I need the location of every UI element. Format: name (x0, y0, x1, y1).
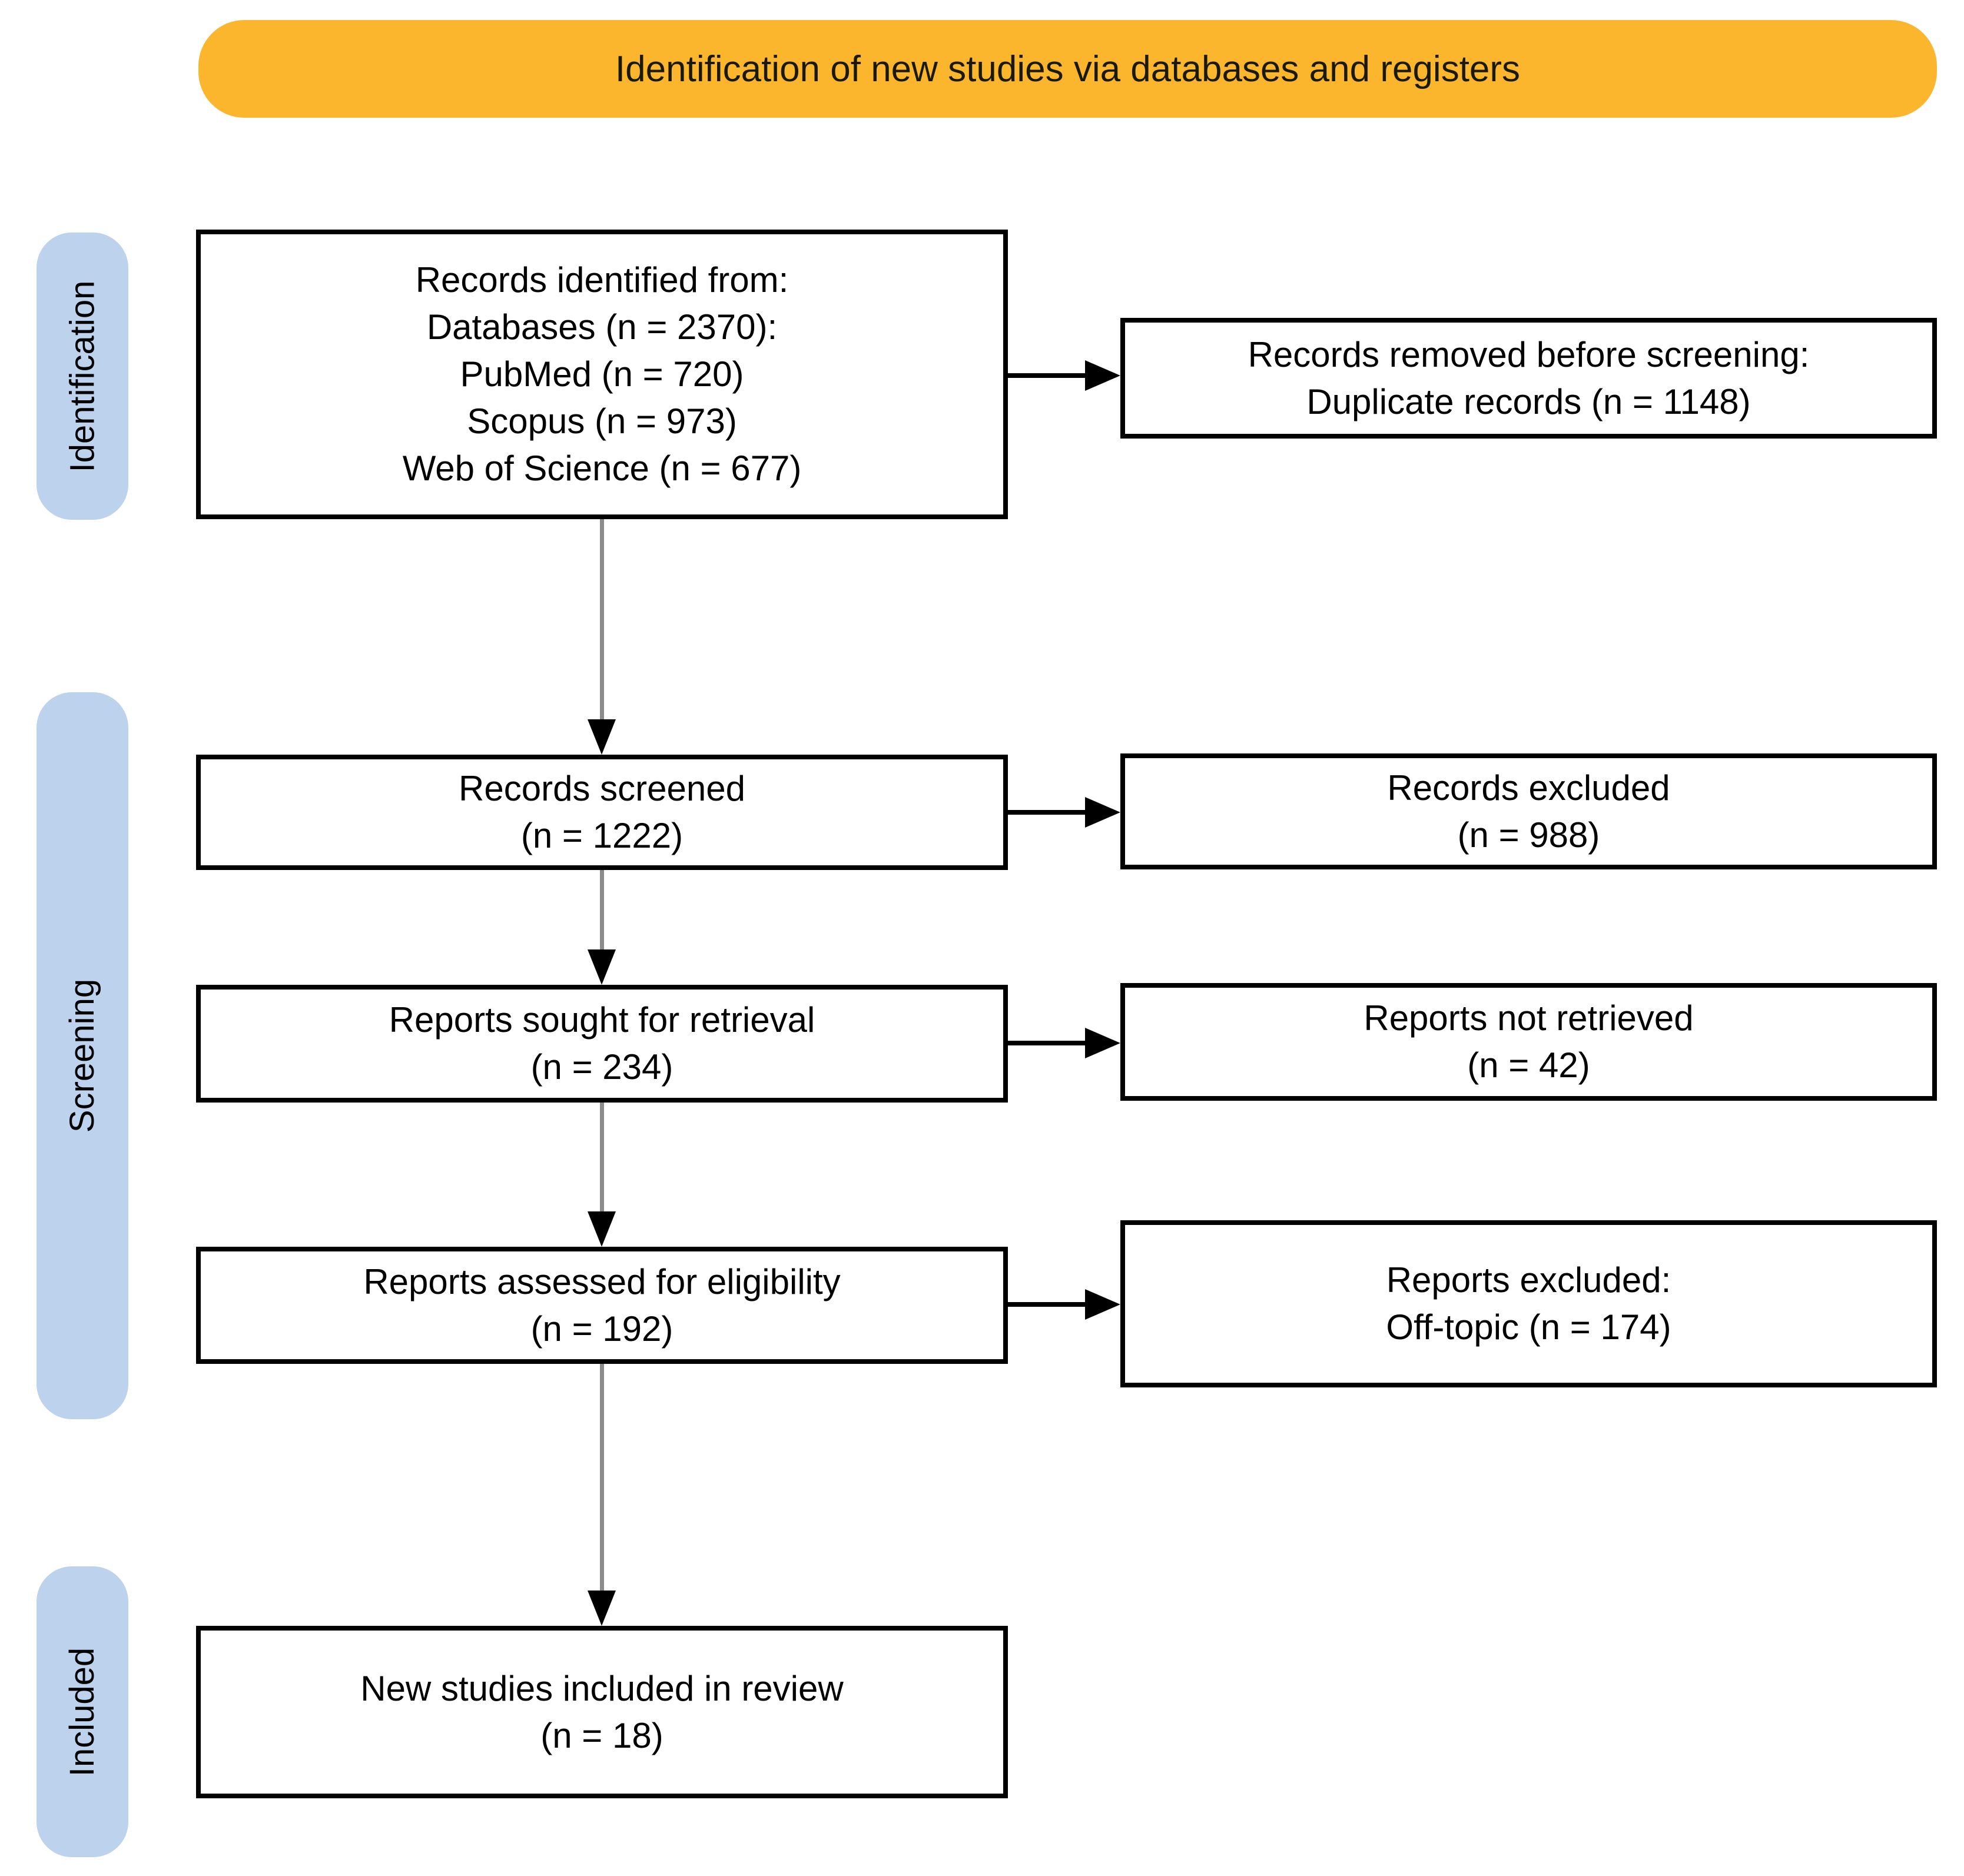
box-line: (n = 1222) (520, 816, 684, 855)
box-line: (n = 18) (540, 1715, 663, 1755)
arrow-shaft (600, 519, 604, 719)
arrow-right-icon (1085, 1289, 1120, 1320)
box-line: Databases (n = 2370): (426, 307, 778, 347)
banner-title-text: Identification of new studies via databa… (615, 48, 1521, 89)
banner-title: Identification of new studies via databa… (198, 20, 1937, 118)
box-line: Records identified from: (415, 260, 789, 300)
arrow-down-icon (588, 949, 616, 985)
stage-label-identification: Identification (63, 280, 102, 472)
box-reports-excluded: Reports excluded: Off-topic (n = 174) (1120, 1220, 1937, 1387)
stage-bar-identification: Identification (37, 233, 128, 520)
arrow-down-icon (588, 719, 616, 755)
box-line: Records screened (459, 769, 745, 808)
stage-bar-included: Included (37, 1566, 128, 1857)
arrow-down-icon (588, 1591, 616, 1626)
arrow-shaft (600, 1103, 604, 1211)
box-line: (n = 988) (1457, 815, 1600, 855)
box-records-screened: Records screened (n = 1222) (196, 755, 1008, 870)
box-line: Records removed before screening: (1248, 334, 1810, 374)
stage-label-included: Included (63, 1647, 102, 1777)
arrow-right-icon (1085, 1028, 1120, 1058)
box-line: PubMed (n = 720) (460, 354, 744, 394)
box-records-removed: Records removed before screening: Duplic… (1120, 318, 1937, 439)
arrow-shaft (1008, 1302, 1085, 1307)
box-reports-assessed: Reports assessed for eligibility (n = 19… (196, 1247, 1008, 1364)
arrow-shaft (600, 1364, 604, 1591)
arrow-shaft (1008, 1041, 1085, 1045)
box-reports-not-retrieved: Reports not retrieved (n = 42) (1120, 983, 1937, 1101)
box-line: (n = 234) (530, 1047, 674, 1087)
box-line: Off-topic (n = 174) (1386, 1307, 1671, 1347)
box-line: Records excluded (1387, 768, 1670, 808)
box-line: Reports sought for retrieval (389, 1000, 815, 1040)
box-line: Web of Science (n = 677) (402, 449, 802, 488)
arrow-shaft (1008, 373, 1085, 378)
box-records-identified: Records identified from: Databases (n = … (196, 230, 1008, 519)
box-line: Reports assessed for eligibility (363, 1261, 841, 1301)
box-reports-sought: Reports sought for retrieval (n = 234) (196, 985, 1008, 1103)
arrow-shaft (1008, 810, 1085, 815)
box-line: (n = 42) (1467, 1045, 1590, 1085)
box-line: Reports excluded: (1386, 1260, 1671, 1300)
box-line: Scopus (n = 973) (467, 401, 737, 441)
box-line: Duplicate records (n = 1148) (1306, 381, 1751, 421)
arrow-right-icon (1085, 360, 1120, 391)
box-line: New studies included in review (360, 1668, 844, 1708)
stage-bar-screening: Screening (37, 692, 128, 1419)
arrow-right-icon (1085, 797, 1120, 828)
box-records-excluded: Records excluded (n = 988) (1120, 753, 1937, 869)
arrow-shaft (600, 870, 604, 949)
box-studies-included: New studies included in review (n = 18) (196, 1626, 1008, 1798)
box-line: (n = 192) (530, 1309, 674, 1349)
box-line: Reports not retrieved (1363, 998, 1694, 1038)
arrow-down-icon (588, 1211, 616, 1247)
stage-label-screening: Screening (63, 978, 102, 1133)
